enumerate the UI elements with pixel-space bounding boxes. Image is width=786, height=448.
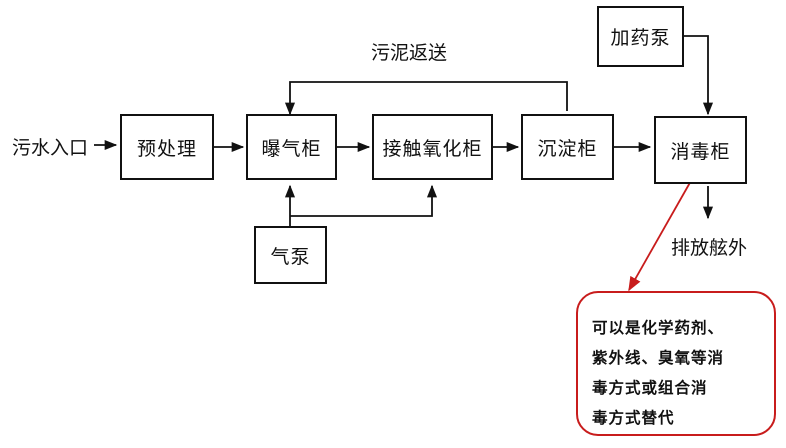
air-line-to-oxidation — [290, 184, 438, 217]
pretreatment-box: 预处理 — [120, 114, 214, 180]
air-pump-box: 气泵 — [254, 226, 327, 284]
dosing-pump-label: 加药泵 — [610, 27, 671, 49]
contact-oxidation-tank-box: 接触氧化柜 — [372, 114, 493, 180]
aeration-tank-box: 曝气柜 — [246, 114, 337, 180]
settling-tank-label: 沉淀柜 — [537, 137, 598, 160]
dosing-pump-box: 加药泵 — [597, 6, 684, 67]
settling-tank-box: 沉淀柜 — [521, 114, 614, 180]
discharge-label: 排放舷外 — [671, 237, 748, 259]
callout-pointer — [628, 171, 697, 292]
contact-oxidation-tank-label: 接触氧化柜 — [382, 137, 483, 160]
callout-line-4: 毒方式替代 — [592, 409, 675, 427]
callout-line-1: 可以是化学药剂、 — [592, 319, 725, 337]
air-pump-label: 气泵 — [270, 245, 311, 268]
inlet-label: 污水入口 — [12, 137, 89, 159]
disinfection-tank-box: 消毒柜 — [654, 116, 747, 184]
dosing-line — [684, 35, 714, 116]
callout-line-2: 紫外线、臭氧等消 — [592, 349, 725, 367]
disinfection-note-callout: 可以是化学药剂、 紫外线、臭氧等消 毒方式或组合消 毒方式替代 — [576, 291, 776, 436]
disinfection-tank-label: 消毒柜 — [670, 140, 731, 163]
sludge-return-line — [284, 81, 568, 116]
sludge-return-label: 污泥返送 — [371, 42, 448, 64]
aeration-tank-label: 曝气柜 — [261, 137, 322, 160]
callout-line-3: 毒方式或组合消 — [592, 379, 708, 397]
pretreatment-label: 预处理 — [136, 137, 197, 160]
